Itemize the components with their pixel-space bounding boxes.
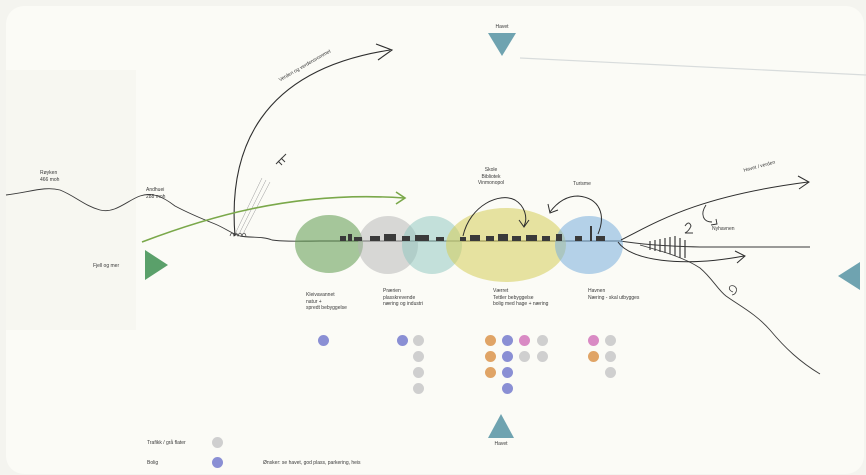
zone-praerien-line-1: plasskrevende	[383, 294, 416, 301]
zone-praerien-line-2: næring og industri	[383, 301, 424, 307]
dot-purple	[502, 367, 513, 378]
royken-label: Røyken 466 moh	[40, 170, 59, 183]
dot-grey	[605, 351, 616, 362]
dot-grey	[537, 335, 548, 346]
dot-grey	[605, 335, 616, 346]
zone-vaerret	[446, 208, 566, 282]
havet-bottom-triangle	[488, 414, 514, 438]
turisme-head	[547, 203, 559, 214]
zone-kleivavannet-text: Kleivavannet natur + spredt bebyggelse	[306, 292, 347, 312]
jetty-marks	[649, 236, 686, 258]
havet-top-label: Havet	[495, 24, 509, 30]
dot-orange	[485, 367, 496, 378]
turisme-label: Turisme	[573, 181, 591, 187]
zone-praerien	[358, 216, 418, 274]
andhuei-name: Andhuei	[146, 187, 165, 193]
dot-pink	[519, 335, 530, 346]
nyhavnen-mark	[684, 222, 693, 234]
zone-havnen-title: Havnen	[588, 288, 606, 294]
skole-line-3: Vinmonopol	[477, 180, 505, 186]
skole-loop-head	[518, 219, 530, 228]
turisme-arrow	[549, 195, 602, 235]
buildings-silhouette	[340, 226, 605, 241]
zone-vaerret-line-2: bolig med hage + næring	[493, 301, 549, 307]
dot-orange	[485, 351, 496, 362]
royken-name: Røyken	[40, 170, 58, 176]
skole-line-2: Bibliotek	[481, 173, 501, 180]
dot-grey	[605, 367, 616, 378]
zone-havnen	[555, 216, 623, 274]
tree-squiggles	[229, 232, 247, 238]
dot-purple	[502, 351, 513, 362]
zone-circles	[295, 208, 623, 282]
dot-grey	[413, 383, 424, 394]
dot-orange	[485, 335, 496, 346]
dot-orange	[588, 351, 599, 362]
zone-kleivavannet-line-2: spredt bebyggelse	[306, 305, 347, 311]
dot-purple	[318, 335, 329, 346]
skole-loop-arrow	[462, 197, 527, 237]
havet-top-triangle	[488, 33, 516, 56]
coastline-branch	[639, 244, 821, 375]
sky-arrowhead	[375, 43, 394, 61]
dot-purple	[397, 335, 408, 346]
horizon-line	[519, 57, 866, 76]
nyhavnen-label: Nyhavnen	[712, 226, 735, 232]
zone-kleivavannet	[295, 215, 363, 273]
zone-havnen-line-1: Næring - skal utbygges	[588, 294, 640, 301]
skole-line-1: Skole	[484, 167, 498, 173]
legend-label-trafikk: Trafikk / grå flater	[147, 440, 186, 446]
fjell-label: Fjell og mer	[93, 263, 120, 269]
green-arrowhead	[395, 191, 407, 205]
dot-grey	[519, 351, 530, 362]
zone-teal	[402, 216, 462, 274]
zone-vaerret-text: Værret Tettler bebyggelse bolig med hage…	[493, 288, 548, 308]
andhuei-label: Andhuei 288 moh	[146, 187, 165, 200]
zone-vaerret-title: Værret	[493, 288, 509, 294]
fjell-triangle	[145, 250, 168, 280]
sky-arrow	[233, 49, 391, 237]
dot-purple	[502, 335, 513, 346]
andhuei-height: 288 moh	[146, 193, 166, 200]
zone-havnen-text: Havnen Næring - skal utbygges	[588, 288, 639, 301]
dot-grey	[413, 367, 424, 378]
zone-kleivavannet-title: Kleivavannet	[306, 292, 335, 298]
skole-label: Skole Bibliotek Vinmonopol	[478, 167, 504, 187]
nyhavnen-arrow-head	[710, 218, 718, 226]
havet-bottom-label: Havet	[494, 441, 508, 447]
right-edge-triangle	[838, 262, 860, 290]
dot-pink	[588, 335, 599, 346]
zone-praerien-text: Prærien plasskrevende næring og industri	[383, 288, 423, 308]
green-arrow	[141, 195, 405, 243]
harbour-arrow	[617, 241, 745, 263]
swirl-mark	[728, 285, 737, 296]
harbour-head	[734, 250, 746, 264]
nyhavnen-arrow	[702, 204, 713, 223]
tower-icon	[275, 153, 287, 166]
verden-arrow	[620, 181, 809, 241]
dot-grey	[537, 351, 548, 362]
legend-dot-grey	[212, 437, 223, 448]
zone-kleivavannet-line-1: natur +	[306, 298, 322, 305]
verden-head	[797, 175, 810, 190]
zone-vaerret-line-1: Tettler bebyggelse	[493, 294, 534, 301]
royken-height: 466 moh	[40, 176, 60, 183]
dot-grey	[413, 351, 424, 362]
dot-purple	[502, 383, 513, 394]
zone-praerien-title: Prærien	[383, 288, 401, 294]
paper-left-shade	[6, 70, 136, 330]
legend-dot-purple	[212, 457, 223, 468]
dot-grey	[413, 335, 424, 346]
legend-label-bolig: Bolig	[147, 460, 159, 466]
legend-note: Ønsker: se havet, god plass, parkering, …	[263, 460, 361, 466]
